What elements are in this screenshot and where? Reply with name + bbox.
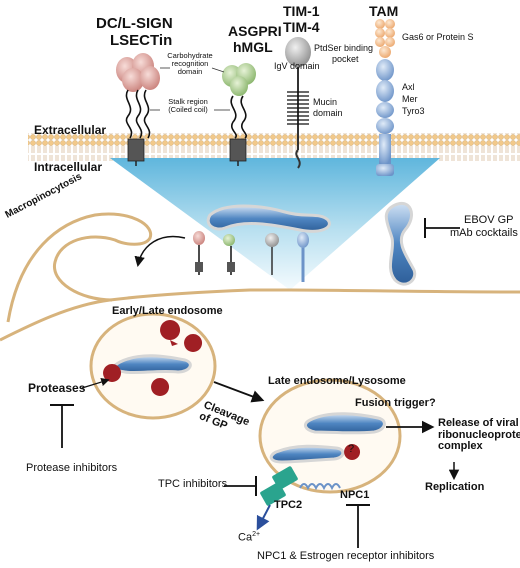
intracellular-label: Intracellular bbox=[34, 160, 103, 174]
protease-pointer bbox=[81, 377, 110, 389]
asgpri-label: ASGPRI bbox=[228, 23, 282, 39]
ptdser-label-2: pocket bbox=[332, 54, 359, 64]
question-mark: ? bbox=[348, 443, 355, 455]
replication-label: Replication bbox=[425, 481, 485, 493]
mucin-label-1: Mucin bbox=[313, 97, 338, 107]
tam-label: TAM bbox=[369, 3, 399, 19]
npc1-inhibition bbox=[346, 504, 370, 548]
dc-sign-label: DC/L-SIGN bbox=[96, 15, 173, 32]
proteases-label: Proteases bbox=[28, 381, 86, 395]
mer-label: Mer bbox=[402, 94, 418, 104]
extracellular-label: Extracellular bbox=[34, 123, 107, 137]
npc1-coil bbox=[299, 483, 341, 491]
tam-receptor bbox=[375, 19, 395, 176]
mab-cocktails-label: mAb cocktails bbox=[450, 227, 518, 239]
mucin-label-2: domain bbox=[313, 108, 343, 118]
early-endosome-label: Early/Late endosome bbox=[112, 305, 223, 317]
ebov-gp-inhibition bbox=[424, 218, 460, 238]
macropinocytosis-arrow bbox=[134, 235, 186, 268]
tpc2-label: TPC2 bbox=[274, 499, 303, 511]
receptors-mini bbox=[193, 231, 309, 282]
calcium-arrow bbox=[256, 504, 271, 531]
gas6-label: Gas6 or Protein S bbox=[402, 32, 474, 42]
ebov-virion-surface bbox=[206, 204, 331, 233]
ptdser-label-1: PtdSer binding bbox=[314, 43, 374, 53]
tim4-label: TIM-4 bbox=[283, 19, 320, 35]
release-label: Release of viralribonucleoproteincomplex bbox=[438, 417, 520, 453]
axl-label: Axl bbox=[402, 82, 415, 92]
hmgl-label: hMGL bbox=[233, 39, 273, 55]
plasma-membrane bbox=[28, 133, 520, 161]
calcium-label: Ca2+ bbox=[238, 531, 261, 544]
tpc-inhibition bbox=[224, 476, 257, 496]
protease-inhibition bbox=[50, 404, 74, 448]
igv-label: IgV domain bbox=[274, 61, 320, 71]
lsectin-label: LSECTin bbox=[110, 32, 173, 49]
stalk-label: Stalk region(Coiled coil) bbox=[168, 97, 208, 114]
tim-receptor bbox=[285, 37, 311, 169]
asgpr-receptor bbox=[222, 63, 256, 166]
ebov-gp-label: EBOV GP bbox=[464, 214, 514, 226]
macropinocytic-cup bbox=[6, 212, 153, 323]
cell-outline bbox=[0, 288, 520, 342]
dc-sign-receptor bbox=[116, 53, 160, 166]
tim1-label: TIM-1 bbox=[283, 3, 320, 19]
npc1-inhibitors-label: NPC1 & Estrogen receptor inhibitors bbox=[257, 550, 435, 562]
tyro3-label: Tyro3 bbox=[402, 106, 425, 116]
early-endosome bbox=[89, 312, 217, 420]
npc1-label: NPC1 bbox=[340, 489, 370, 501]
protease-inhibitors-label: Protease inhibitors bbox=[26, 462, 118, 474]
ebov-virion-free bbox=[384, 201, 417, 286]
annotation-pointers bbox=[150, 67, 230, 111]
late-endosome bbox=[258, 378, 402, 494]
late-endosome-label: Late endosome/Lysosome bbox=[268, 375, 406, 387]
tpc2-channel bbox=[260, 466, 298, 506]
tpc-inhibitors-label: TPC inhibitors bbox=[158, 478, 228, 490]
fusion-trigger-label: Fusion trigger? bbox=[355, 397, 436, 409]
cleavage-arrow bbox=[213, 381, 265, 403]
